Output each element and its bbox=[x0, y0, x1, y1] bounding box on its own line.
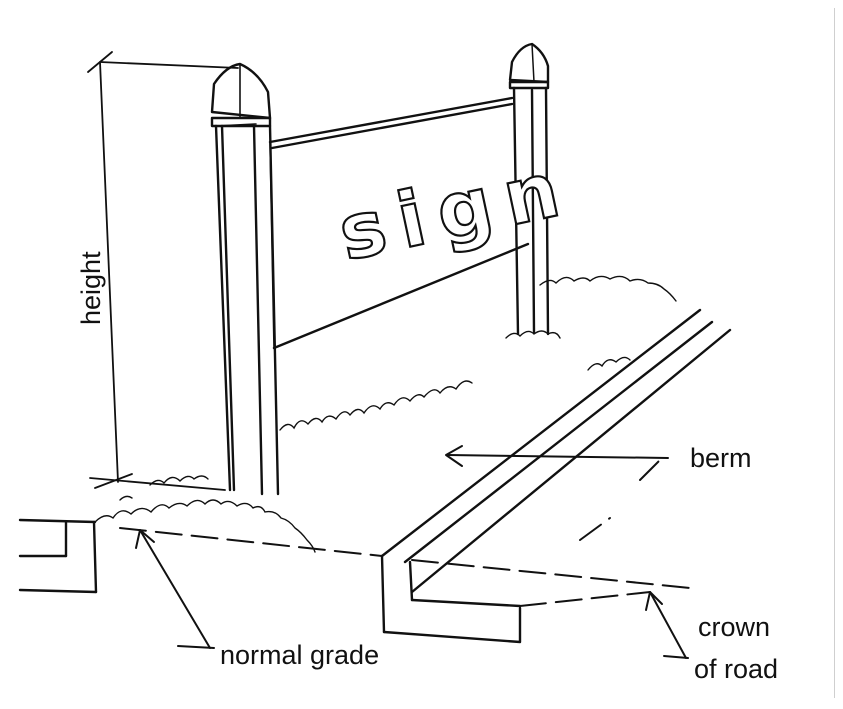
normal-grade-arrow bbox=[136, 530, 214, 648]
left-post bbox=[212, 64, 278, 494]
height-label: height bbox=[76, 251, 106, 325]
berm-arrow bbox=[446, 446, 668, 466]
ditch-lines bbox=[20, 520, 96, 592]
sign-text: sign bbox=[331, 142, 580, 278]
crown-label-line1: crown bbox=[698, 612, 770, 642]
berm-label: berm bbox=[690, 443, 752, 473]
crown-label-line2: of road bbox=[694, 654, 778, 684]
road-and-curb bbox=[120, 310, 730, 642]
normal-grade-label: normal grade bbox=[220, 640, 379, 670]
crown-arrow bbox=[646, 592, 688, 658]
shrub-edge bbox=[280, 276, 676, 430]
